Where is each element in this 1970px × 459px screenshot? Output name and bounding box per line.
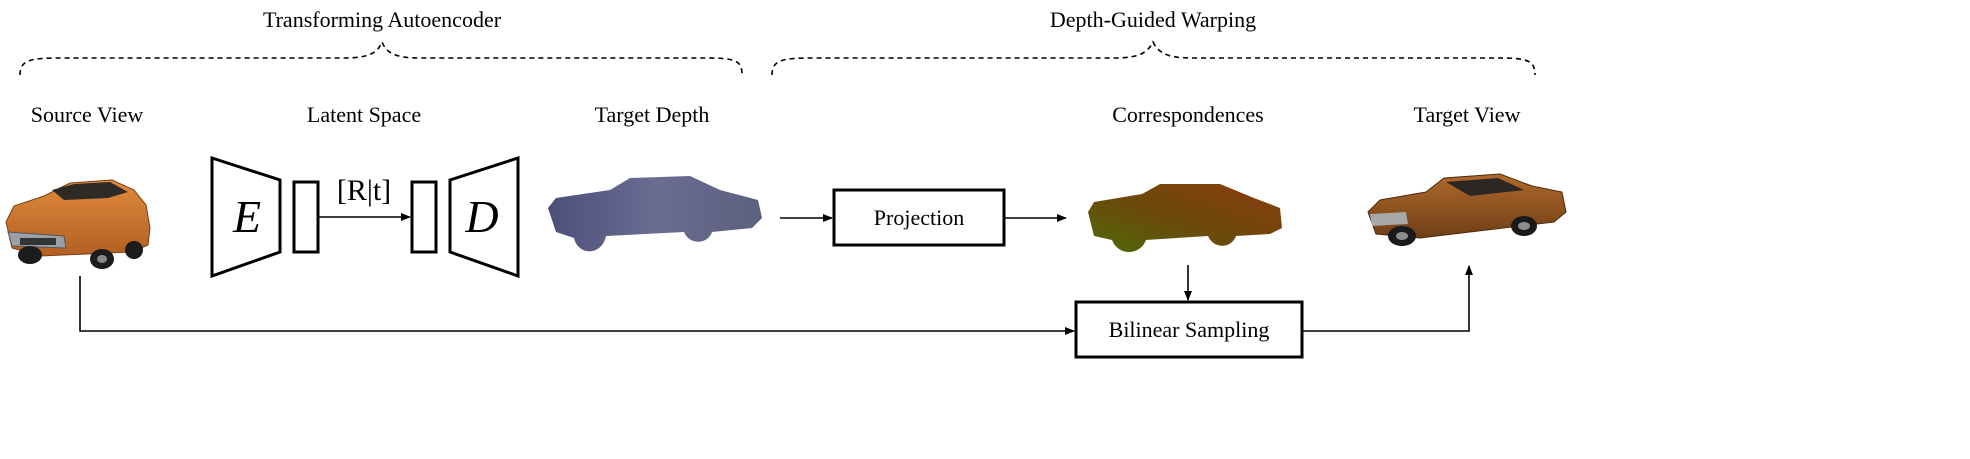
correspondences-label: Correspondences xyxy=(1112,102,1264,127)
bilinear-sampling-box xyxy=(1074,300,1304,359)
source-view-label: Source View xyxy=(31,102,144,127)
autoencoder-brace xyxy=(19,39,743,76)
bilinear-sampling-label: Bilinear Sampling xyxy=(1109,317,1270,342)
transform-label: [R|t] xyxy=(337,174,391,207)
target-view-label: Target View xyxy=(1414,102,1521,127)
car-target-image xyxy=(1367,173,1567,246)
decoder-block xyxy=(448,155,520,279)
latent-code-target xyxy=(410,180,438,254)
source-to-sampling-arrow xyxy=(79,276,1075,335)
encoder-label: E xyxy=(232,191,261,242)
warping-group-title: Depth-Guided Warping xyxy=(1050,7,1256,32)
autoencoder-group-title: Transforming Autoencoder xyxy=(263,7,502,32)
latent-space-label: Latent Space xyxy=(307,102,421,127)
latent-code-source xyxy=(292,180,320,254)
projection-label: Projection xyxy=(874,205,964,230)
encoder-block xyxy=(210,155,282,279)
sampling-to-target-arrow xyxy=(1302,265,1473,332)
warping-brace xyxy=(771,40,1536,76)
decoder-label: D xyxy=(464,191,498,242)
car-correspondence-image xyxy=(1088,184,1282,252)
car-depth-image xyxy=(548,176,762,252)
target-depth-label: Target Depth xyxy=(595,102,710,127)
car-source-image xyxy=(5,179,151,269)
